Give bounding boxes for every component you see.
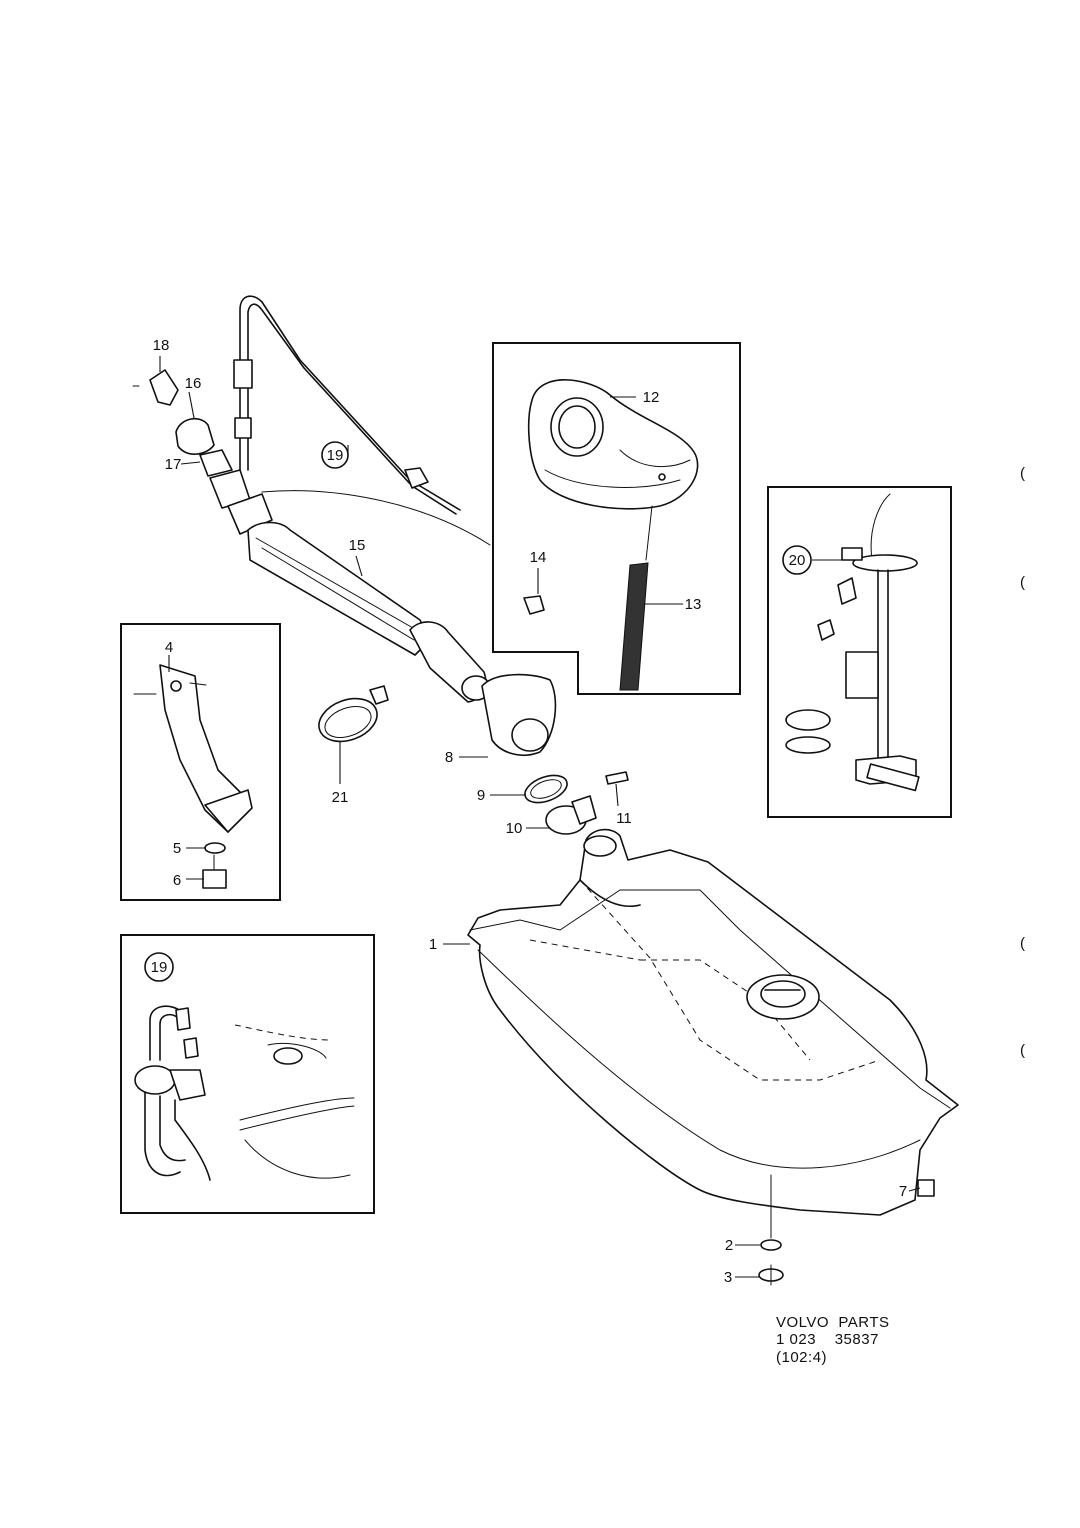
callout-6: 6 (173, 872, 181, 889)
callout-14: 14 (530, 549, 547, 566)
part-callouts: 1 2 3 4 5 6 7 8 9 10 11 12 13 14 15 16 1… (153, 337, 908, 1286)
footer-ref-number: 1 023 35837 (776, 1331, 879, 1348)
callout-2: 2 (725, 1237, 733, 1254)
callout-12: 12 (643, 389, 660, 406)
callout-7: 7 (899, 1183, 907, 1200)
margin-marks: ( ( ( ( (1020, 465, 1025, 1059)
callout-21: 21 (332, 789, 349, 806)
vent-hose-assembly (233, 295, 461, 515)
ref-19-main-text: 19 (327, 447, 344, 464)
callout-10: 10 (506, 820, 523, 837)
callout-8: 8 (445, 749, 453, 766)
fuel-tank (467, 828, 959, 1286)
leader-lines (132, 356, 921, 1278)
callout-4: 4 (165, 639, 173, 656)
margin-mark-4: ( (1020, 1042, 1025, 1059)
callout-18: 18 (153, 337, 170, 354)
callout-17: 17 (165, 456, 182, 473)
margin-mark-3: ( (1020, 935, 1025, 952)
margin-mark-1: ( (1020, 465, 1025, 482)
circled-reference-19-main: 19 (321, 441, 349, 469)
footer-page-ref: (102:4) (776, 1349, 827, 1366)
callout-13: 13 (685, 596, 702, 613)
circled-reference-20: 20 (782, 545, 812, 575)
detail-box-vent-valve (120, 934, 375, 1214)
detail-box-filler-cover (492, 342, 741, 695)
detail-box-bracket (120, 623, 281, 901)
callout-9: 9 (477, 787, 485, 804)
callout-11: 11 (616, 810, 632, 827)
detail-box-level-sender (767, 486, 952, 818)
margin-mark-2: ( (1020, 574, 1025, 591)
hose-clamp (318, 685, 389, 743)
ref-20-text: 20 (789, 552, 806, 569)
callout-16: 16 (185, 375, 202, 392)
callout-1: 1 (429, 936, 437, 953)
callout-5: 5 (173, 840, 181, 857)
footer-reference: VOLVO PARTS 1 023 35837 (102:4) (776, 1314, 890, 1366)
filler-pipe-assembly (149, 369, 491, 703)
circled-reference-19-detail: 19 (144, 952, 174, 982)
callout-3: 3 (724, 1269, 732, 1286)
footer-brand: VOLVO PARTS (776, 1314, 890, 1331)
ref-19-detail-text: 19 (151, 959, 168, 976)
filler-seal-assembly (481, 673, 629, 835)
callout-15: 15 (349, 537, 366, 554)
